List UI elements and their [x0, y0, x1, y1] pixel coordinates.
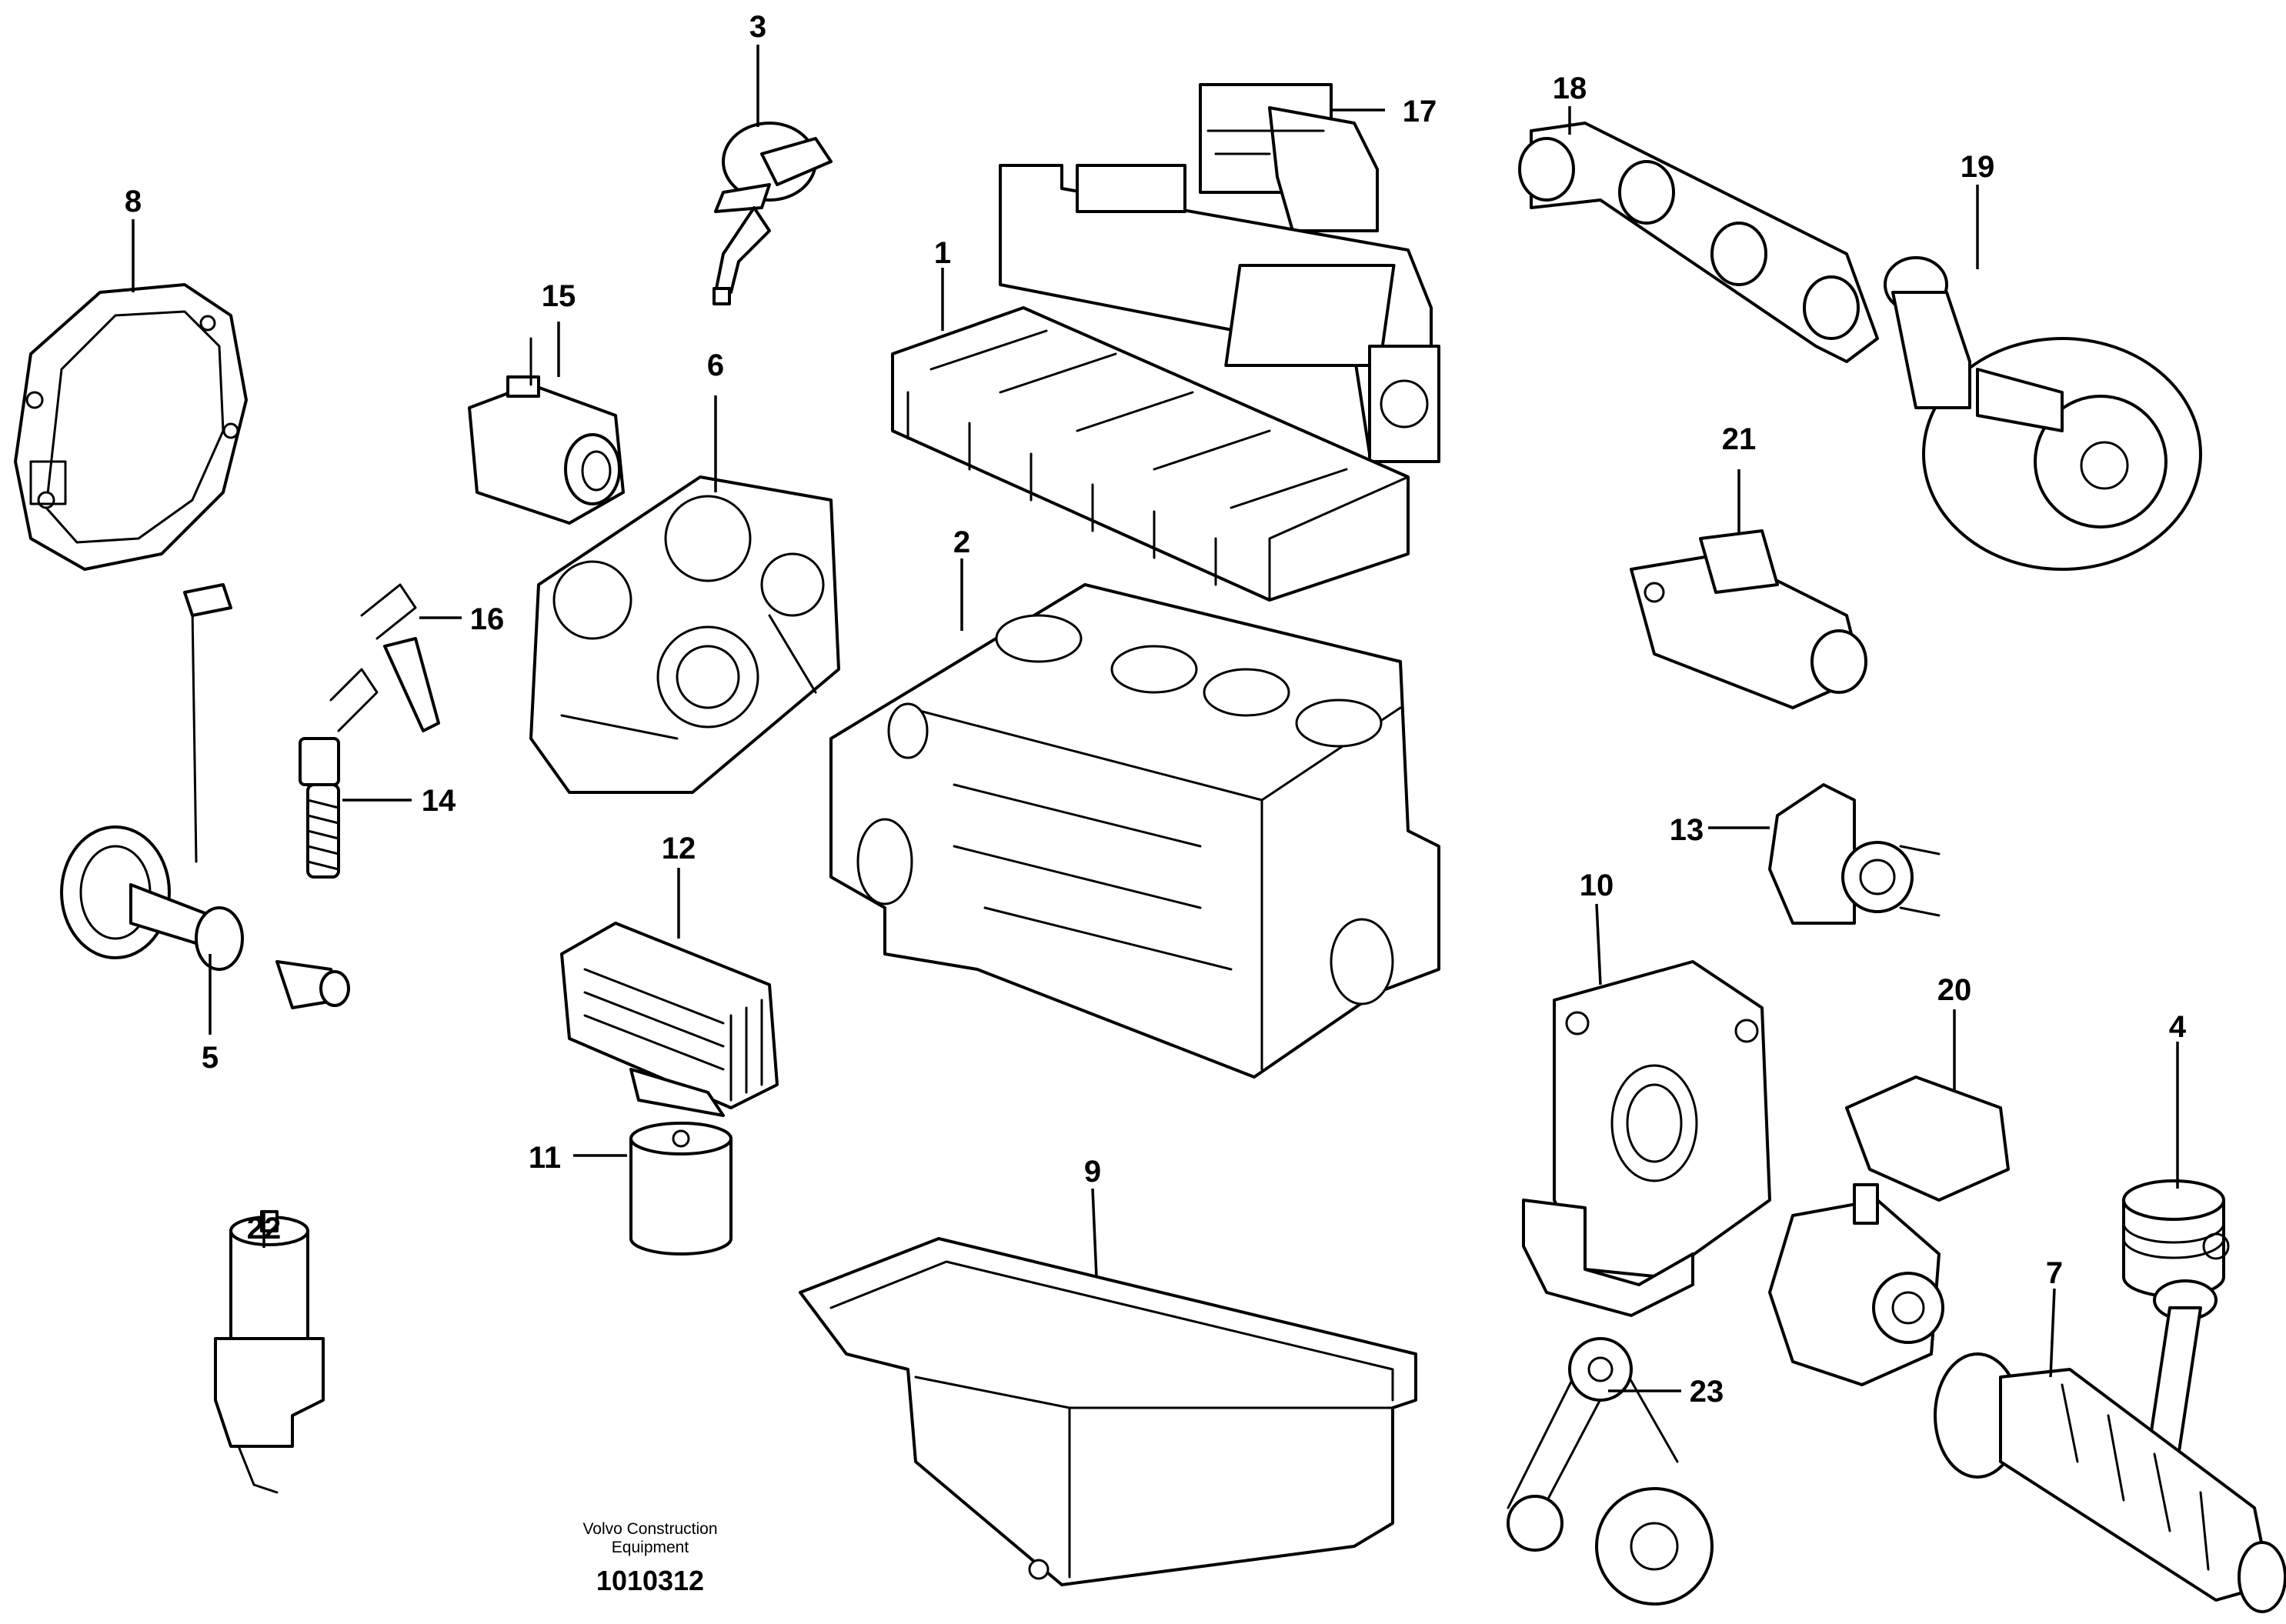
- unit-pump-drawing: [299, 737, 340, 879]
- injection-pump-drawing: [468, 337, 625, 525]
- oil-sump-drawing: [799, 1237, 1417, 1586]
- callout-17: 17: [1403, 95, 1437, 128]
- crankshaft-drawing: [1934, 1352, 2286, 1613]
- credit-line-2: Equipment: [612, 1539, 689, 1556]
- water-pump-drawing: [1768, 1075, 2010, 1386]
- callout-labels: 1 2 3 4 5 6 7 8 9 10 11 12 13 14 15 16 1…: [125, 10, 2187, 1409]
- exhaust-manifold-drawing: [1518, 122, 1879, 363]
- callout-6: 6: [707, 348, 724, 382]
- callout-4: 4: [2169, 1010, 2187, 1044]
- document-number: 1010312: [596, 1565, 704, 1596]
- turbocharger-drawing: [1884, 256, 2202, 571]
- callout-8: 8: [125, 185, 142, 218]
- oil-filler-drawing: [712, 122, 833, 305]
- callout-9: 9: [1084, 1155, 1101, 1189]
- callout-23: 23: [1690, 1375, 1724, 1409]
- callout-20: 20: [1937, 973, 1972, 1007]
- callout-2: 2: [953, 525, 970, 559]
- inlet-manifold-drawing: [999, 164, 1440, 463]
- camshaft-drawing: [60, 583, 350, 1009]
- flywheel-housing-drawing: [14, 283, 248, 571]
- credit-line-1: Volvo Construction: [582, 1520, 717, 1538]
- solenoid-drawing: [214, 1210, 325, 1494]
- cylinder-block-drawing: [829, 583, 1440, 1079]
- callout-22: 22: [247, 1212, 282, 1246]
- callout-14: 14: [422, 784, 456, 818]
- callout-16: 16: [470, 602, 505, 636]
- callout-12: 12: [662, 832, 696, 865]
- callout-21: 21: [1722, 422, 1757, 456]
- starter-motor-drawing: [1630, 529, 1867, 709]
- callout-3: 3: [749, 10, 766, 44]
- callout-1: 1: [934, 236, 951, 270]
- callout-15: 15: [542, 279, 576, 313]
- oil-cooler-drawing: [560, 922, 779, 1117]
- tensioner-pulley-drawing: [1768, 783, 1941, 925]
- front-cover-drawing: [1522, 960, 1771, 1317]
- callout-7: 7: [2046, 1256, 2063, 1290]
- injector-drawing: [329, 583, 440, 732]
- callout-18: 18: [1553, 72, 1587, 105]
- leader-lines: [132, 45, 2179, 1392]
- callout-13: 13: [1670, 813, 1704, 847]
- egr-valve-drawing: [1199, 83, 1379, 232]
- callout-11: 11: [529, 1141, 561, 1175]
- oil-filter-drawing: [629, 1122, 733, 1256]
- callout-19: 19: [1961, 150, 1995, 184]
- cylinder-head-drawing: [891, 306, 1410, 602]
- belt-drive-drawing: [1507, 1337, 1714, 1606]
- callout-10: 10: [1580, 869, 1614, 902]
- drawing-credit: Volvo Construction Equipment 1010312: [582, 1520, 717, 1596]
- callout-5: 5: [202, 1041, 219, 1075]
- timing-gear-casing-drawing: [529, 475, 840, 794]
